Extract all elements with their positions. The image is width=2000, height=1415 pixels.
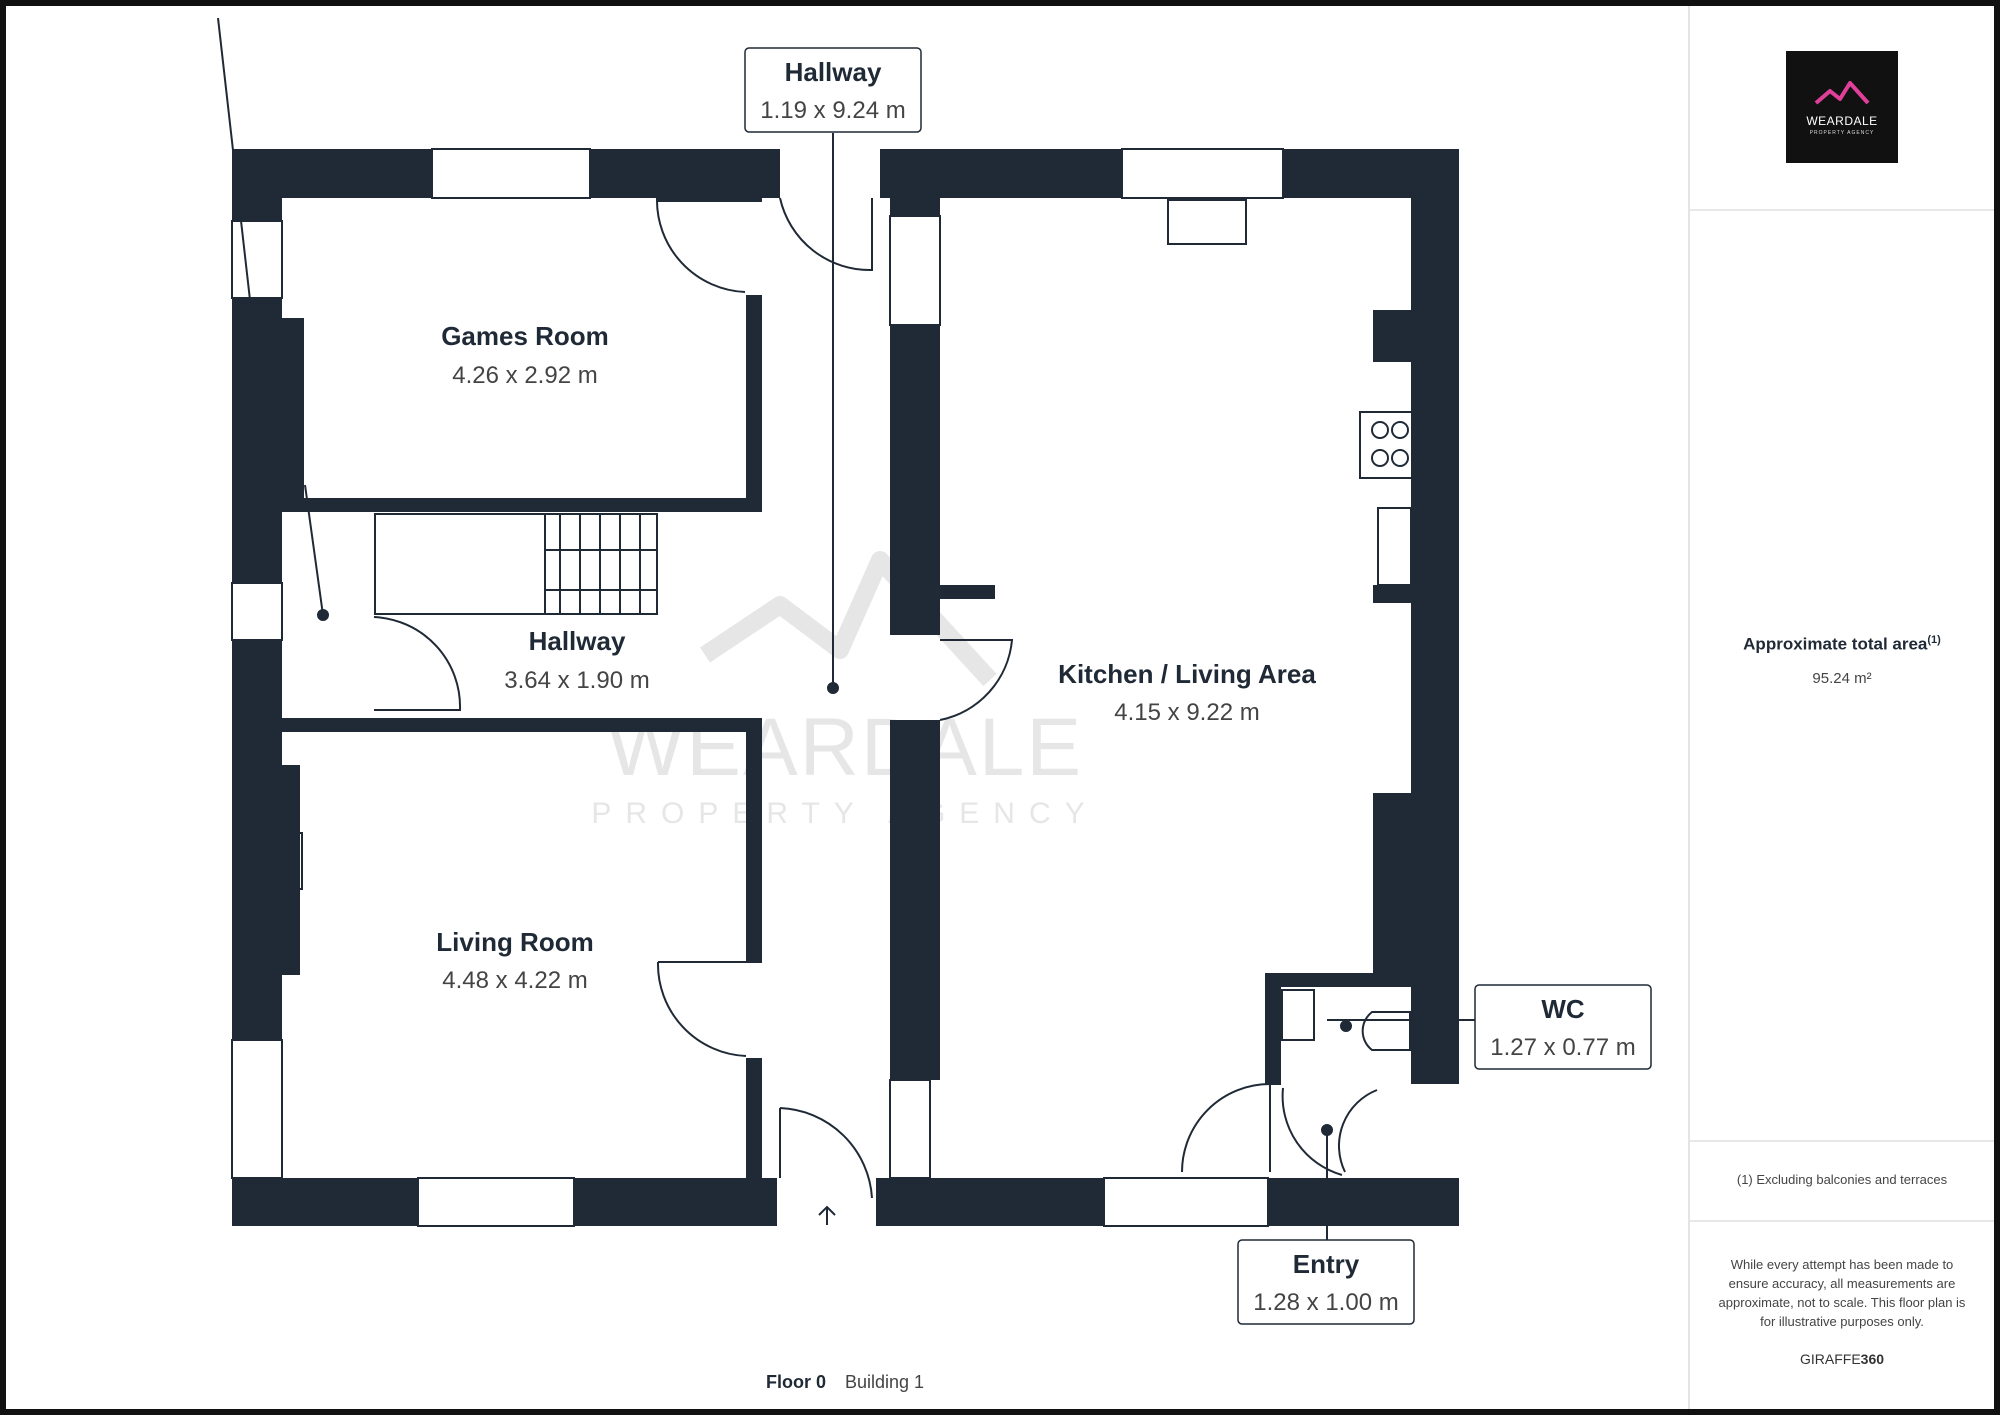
windows: [231, 148, 1284, 1227]
agency-logo: WEARDALE PROPERTY AGENCY: [1786, 51, 1898, 163]
room-labels: Games Room 4.26 x 2.92 m Hallway 3.64 x …: [436, 321, 1316, 994]
roof-logo-icon: [1814, 81, 1870, 105]
fireplace: [257, 832, 303, 890]
callouts: Hallway 1.19 x 9.24 m WC 1.27 x 0.77 m E…: [744, 47, 1652, 1325]
games-room-name: Games Room: [441, 321, 609, 351]
kitchen-name: Kitchen / Living Area: [1058, 659, 1316, 689]
toilet: [1361, 1011, 1411, 1051]
brand-bold: 360: [1860, 1351, 1885, 1367]
watermark-roof-icon: [700, 551, 997, 687]
hob: [1359, 411, 1419, 479]
footnote: (1) Excluding balconies and terraces: [1736, 1172, 1948, 1187]
hallway-callout-name: Hallway: [785, 57, 882, 87]
entry-callout-dims: 1.28 x 1.00 m: [1253, 1289, 1398, 1316]
games-room-dims: 4.26 x 2.92 m: [452, 362, 597, 389]
disclaimer: While every attempt has been made to ens…: [1718, 1257, 1966, 1329]
brand-light: GIRAFFE: [1799, 1351, 1861, 1367]
entry-callout-name: Entry: [1293, 1249, 1360, 1279]
logo-sub: PROPERTY AGENCY: [1809, 130, 1875, 136]
wc-callout-box: [1474, 984, 1652, 1070]
floor-name: Floor 0: [765, 1372, 826, 1392]
building-name: Building 1: [844, 1372, 925, 1392]
area-footnote-mark: (1): [1927, 634, 1941, 646]
kitchen-dims: 4.15 x 9.22 m: [1114, 699, 1259, 726]
sidebar-divider: [1690, 1140, 1994, 1142]
entry-callout-box: [1237, 1239, 1415, 1325]
sidebar-divider: [1690, 209, 1994, 211]
hallway-callout-dims: 1.19 x 9.24 m: [760, 97, 905, 124]
watermark: WEARDALE PROPERTY AGENCY: [591, 551, 1098, 830]
sidebar-divider: [1690, 1220, 1994, 1222]
doors: [373, 197, 1378, 1199]
sidebar: WEARDALE PROPERTY AGENCY Approximate tot…: [1688, 6, 1994, 1409]
watermark-sub: PROPERTY AGENCY: [591, 797, 1098, 830]
brand-label: GIRAFFE360: [1690, 1351, 1994, 1367]
area-title: Approximate total area(1): [1690, 634, 1994, 655]
fixtures: [257, 199, 1419, 1051]
sink: [1167, 199, 1247, 245]
logo-name: WEARDALE: [1806, 114, 1878, 128]
wc-callout-dims: 1.27 x 0.77 m: [1490, 1034, 1635, 1061]
living-room-name: Living Room: [436, 927, 593, 957]
hallway-mid-name: Hallway: [529, 626, 626, 656]
staircase: [374, 513, 658, 615]
fridge: [1377, 507, 1412, 586]
hallway-mid-dims: 3.64 x 1.90 m: [504, 667, 649, 694]
floor-label: Floor 0 Building 1: [0, 1372, 1690, 1393]
wc-basin: [1281, 989, 1315, 1041]
leader-lines: [217, 17, 1475, 1240]
walls: [232, 149, 1459, 1226]
wc-callout-name: WC: [1541, 994, 1585, 1024]
area-value: 95.24 m²: [1812, 670, 1872, 687]
floor-plan: WEARDALE PROPERTY AGENCY: [217, 17, 1652, 1325]
watermark-name: WEARDALE: [607, 702, 1083, 793]
living-room-dims: 4.48 x 4.22 m: [442, 967, 587, 994]
hallway-callout-box: [744, 47, 922, 133]
area-title-text: Approximate total area: [1743, 634, 1928, 654]
